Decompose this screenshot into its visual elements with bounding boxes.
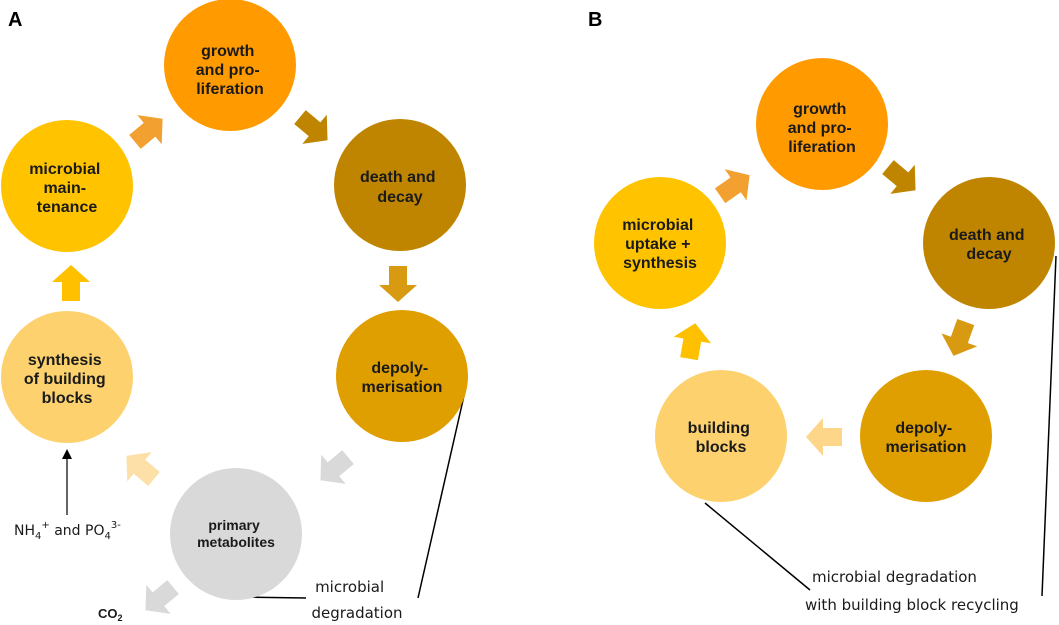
node-building-blocks: building blocks [655,370,787,502]
panel-b: B growth and pro- liferation death and d… [588,9,1057,614]
arrow-primary-to-co2 [133,572,186,625]
panel-a: A growth and pro- liferation death and d… [1,0,468,625]
arrow-growth-to-death-b [875,152,928,205]
recycling-bracket-line [1041,255,1057,597]
arrow-death-to-depoly [379,266,417,302]
degradation-annotation-b: microbial degradation with building bloc… [805,568,1019,614]
node-growth-a: growth and pro- liferation [164,0,296,131]
arrow-uptake-to-growth [709,159,761,212]
degradation-bracket-line [417,386,467,599]
panel-a-label: A [8,9,22,31]
recycling-blocks-line [704,502,811,591]
node-uptake-label: microbial uptake + synthesis [622,217,698,272]
node-growth-b: growth and pro- liferation [756,58,888,190]
arrow-death-to-depoly-b [935,315,984,363]
degradation-annotation-a: microbial degradation [311,578,402,622]
node-depoly-a-label: depoly- merisation [362,360,443,396]
node-death-a: death and decay [334,119,466,251]
node-uptake-synthesis: microbial uptake + synthesis [594,177,726,309]
node-blocks-label: building blocks [688,420,755,456]
node-maintenance-label: microbial main- tenance [29,161,105,216]
node-growth-b-label: growth and pro- liferation [788,101,856,156]
arrow-depoly-to-primary [308,442,361,495]
panel-b-label: B [588,9,602,31]
node-death-a-label: death and decay [360,169,440,206]
arrow-growth-to-death [287,102,340,155]
node-depoly-b: depoly- merisation [860,370,992,502]
nutrient-label: NH4+ and PO43- [14,520,121,542]
arrow-synthesis-to-maint [52,265,90,301]
arrow-primary-to-synthesis [114,441,167,494]
node-depoly-a: depoly- merisation [336,310,468,442]
node-growth-a-label: growth and pro- liferation [196,43,264,98]
node-primary-label: primary metabolites [197,517,275,550]
node-death-b-label: death and decay [949,227,1029,263]
node-depoly-b-label: depoly- merisation [886,420,967,456]
arrow-maint-to-growth [122,104,175,157]
arrow-blocks-to-uptake [670,319,715,363]
node-synthesis: synthesis of building blocks [1,311,133,443]
node-death-b: death and decay [923,177,1055,309]
nutrient-input-arrowhead [62,449,72,459]
node-synthesis-label: synthesis of building blocks [24,352,110,407]
node-maintenance: microbial main- tenance [1,120,133,252]
arrow-depoly-to-blocks [806,418,842,456]
co2-label: CO2 [98,606,123,623]
node-primary-metabolites: primary metabolites [170,468,302,600]
